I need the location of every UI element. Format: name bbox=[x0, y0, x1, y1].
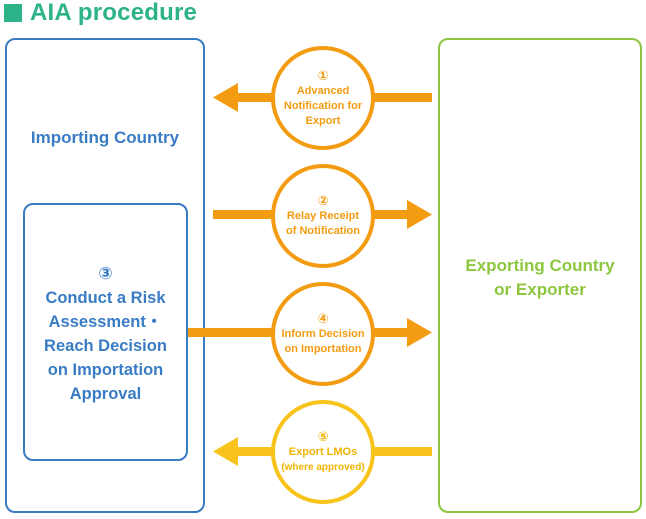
step-4-number: ④ bbox=[317, 311, 329, 326]
exporting-country-box bbox=[438, 38, 642, 513]
risk-line-4: on Importation bbox=[47, 361, 164, 379]
importing-country-box bbox=[5, 38, 205, 513]
step-1-circle: ① Advanced Notification for Export bbox=[271, 46, 375, 150]
title-text: AIA procedure bbox=[30, 0, 198, 26]
step-4-line-1: Inform Decision bbox=[281, 328, 365, 340]
step-2-line-1: Relay Receipt bbox=[286, 210, 360, 222]
step-1-number: ① bbox=[317, 67, 329, 83]
risk-assessment-label: ③ Conduct a Risk Assessment・ Reach Decis… bbox=[23, 262, 188, 406]
step-2-circle: ② Relay Receipt of Notification bbox=[271, 164, 375, 268]
step-5-circle: ⑤ Export LMOs (where approved) bbox=[271, 400, 375, 504]
risk-assessment-box bbox=[23, 203, 188, 461]
risk-line-2: Assessment・ bbox=[48, 313, 163, 331]
exporting-label-line-2: or Exporter bbox=[494, 280, 586, 299]
step-5-number: ⑤ bbox=[317, 429, 329, 444]
step-5-line-2: (where approved) bbox=[281, 462, 365, 473]
risk-line-3: Reach Decision bbox=[44, 337, 167, 355]
exporting-country-label: Exporting Country or Exporter bbox=[438, 254, 642, 302]
step-1-line-2: Notification for bbox=[283, 99, 363, 112]
step-1-line-3: Export bbox=[305, 114, 341, 127]
risk-line-5: Approval bbox=[69, 385, 142, 403]
step-4-line-2: on Importation bbox=[284, 343, 362, 355]
page-title: AIA procedure bbox=[4, 0, 197, 26]
title-square-icon bbox=[4, 4, 22, 22]
step-1-line-1: Advanced bbox=[296, 84, 350, 97]
exporting-label-line-1: Exporting Country bbox=[465, 256, 615, 275]
risk-line-1: Conduct a Risk bbox=[45, 289, 166, 307]
importing-country-label: Importing Country bbox=[30, 128, 180, 147]
step-4-circle: ④ Inform Decision on Importation bbox=[271, 282, 375, 386]
risk-step-number: ③ bbox=[98, 264, 113, 283]
step-2-number: ② bbox=[317, 193, 329, 208]
step-2-line-2: of Notification bbox=[286, 225, 360, 237]
step-5-line-1: Export LMOs bbox=[288, 446, 358, 458]
